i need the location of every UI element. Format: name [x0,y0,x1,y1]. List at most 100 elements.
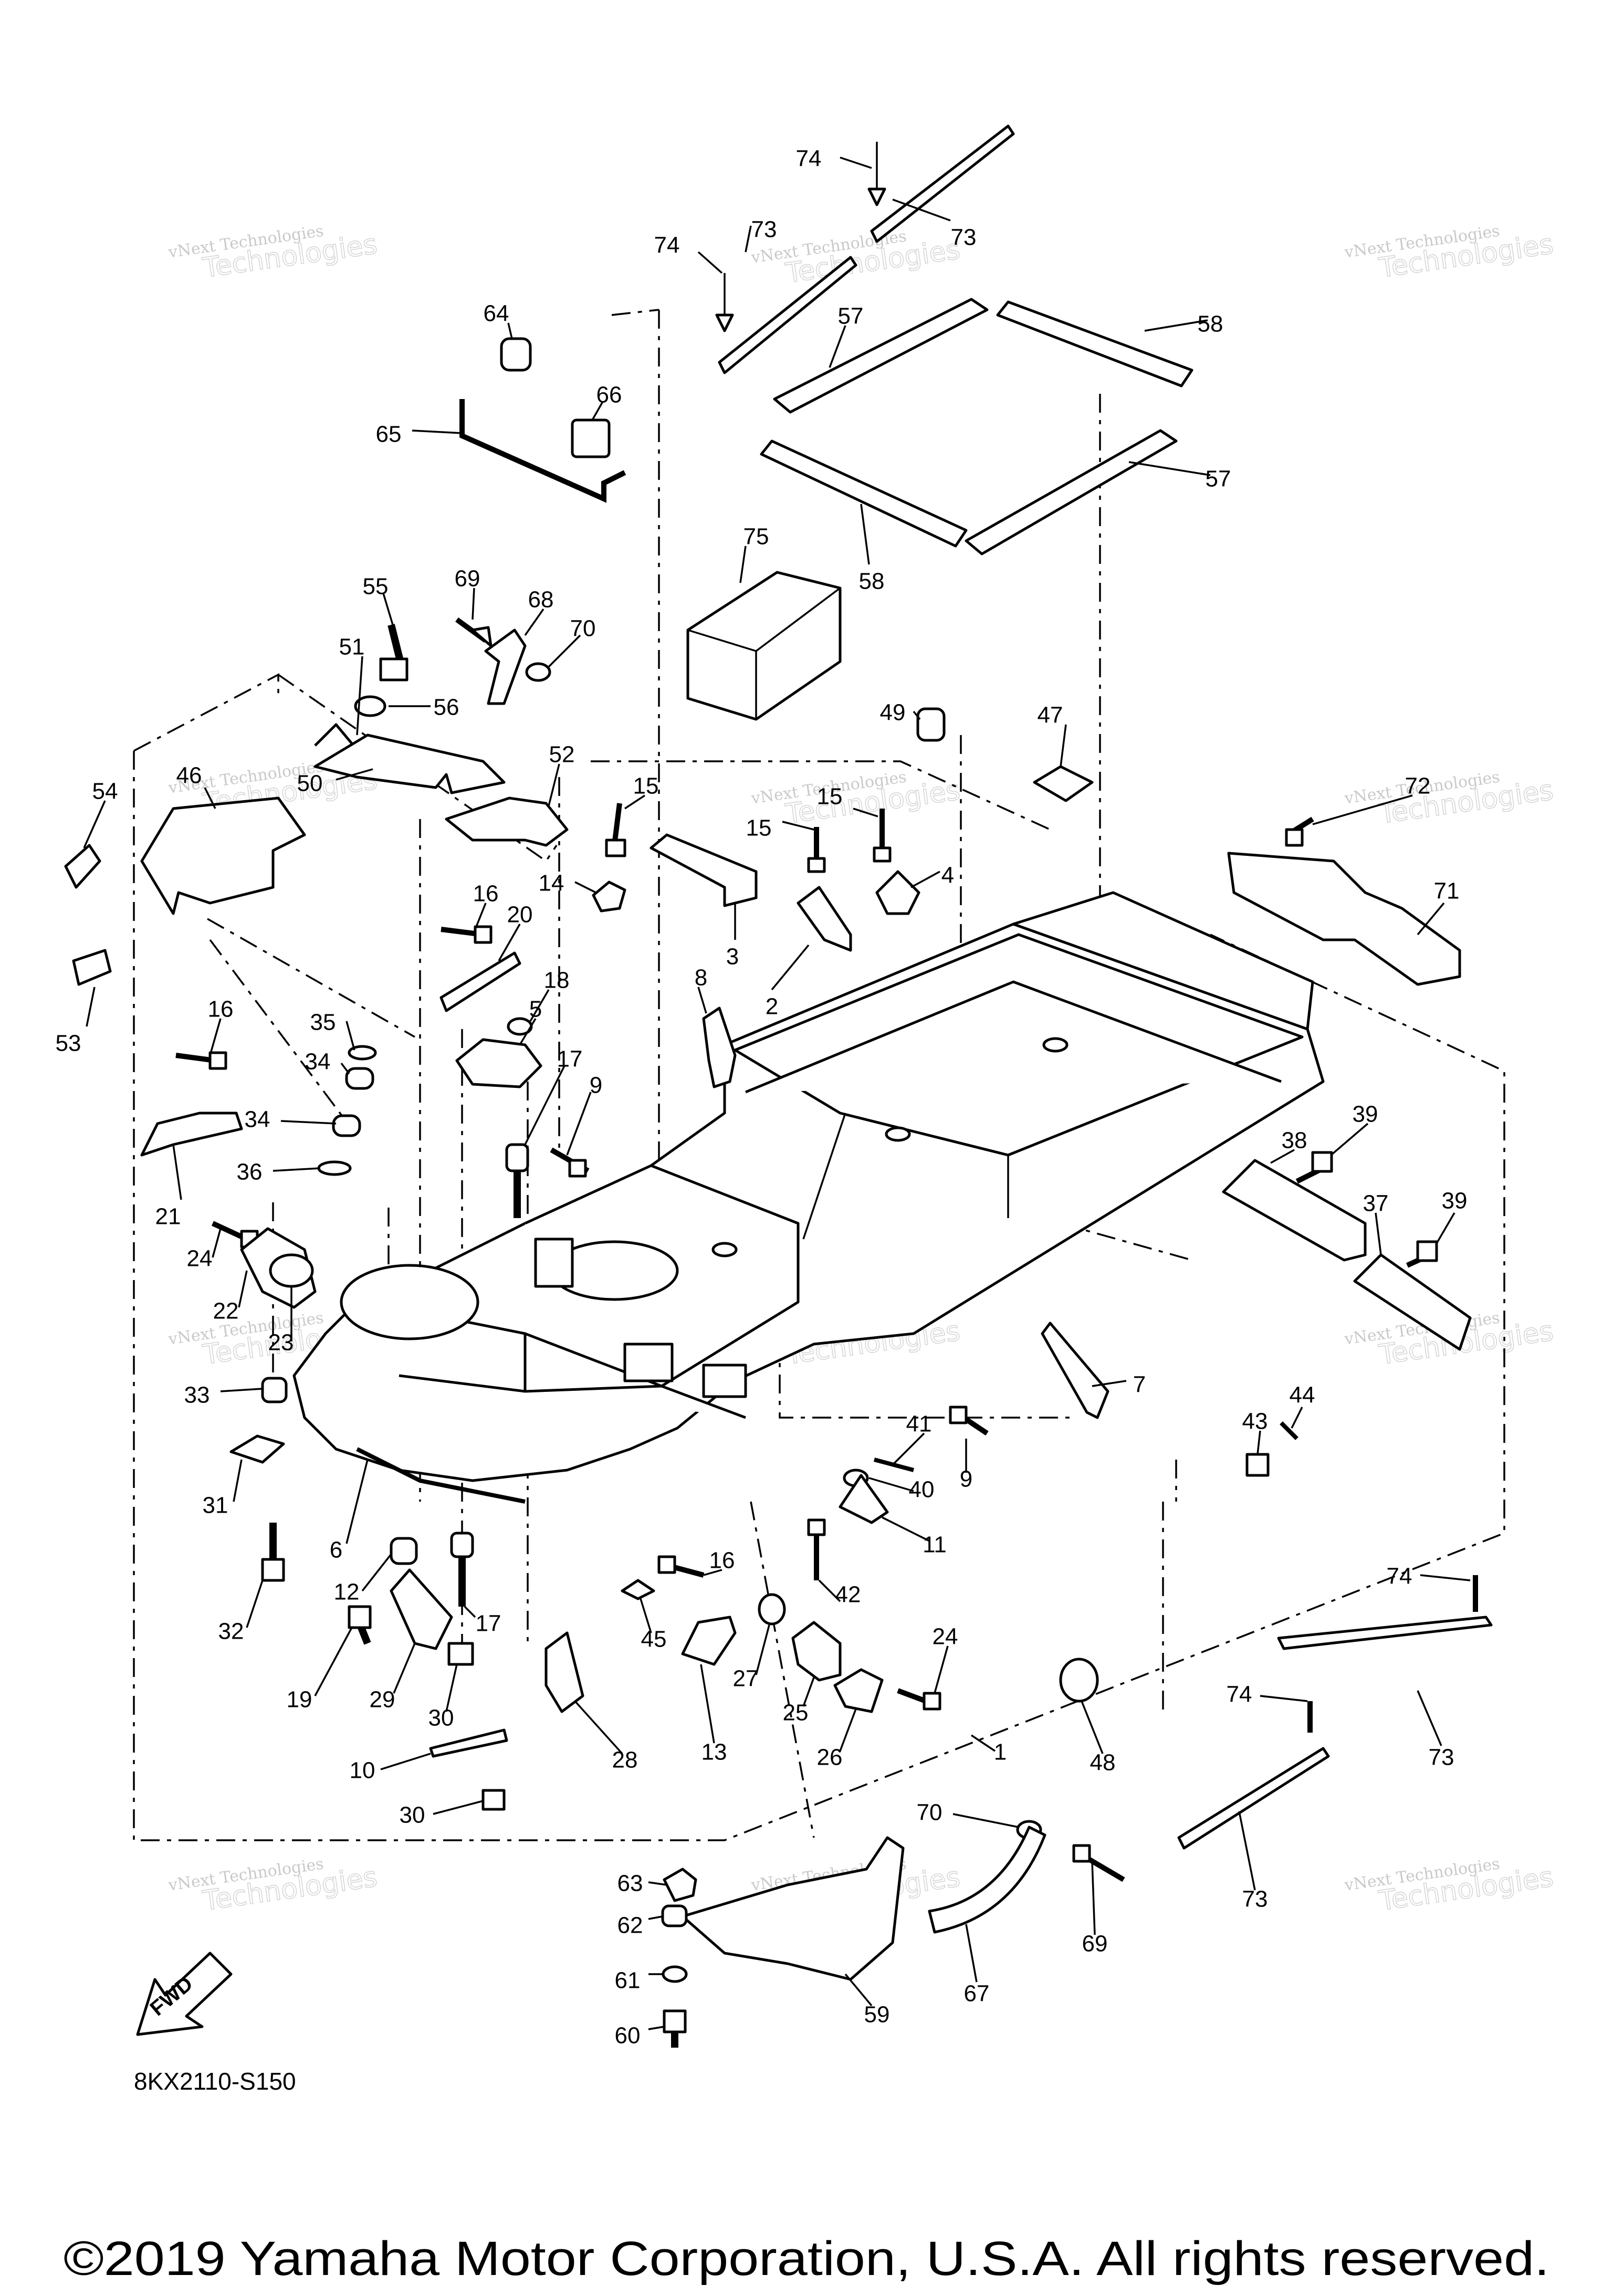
leader-line-74d [1260,1695,1308,1702]
leader-line-6 [345,1459,369,1544]
leader-line-72 [1312,794,1413,825]
callout-31: 31 [203,1493,228,1518]
callout-2: 2 [766,994,778,1020]
strip-10 [429,1728,508,1758]
callout-71: 71 [1434,878,1460,904]
leader-line-15a [624,794,645,810]
bracket-4 [875,870,920,915]
leader-line-64 [507,322,513,339]
bolt-16a [441,925,493,944]
spacer-62 [661,1904,688,1927]
leader-line-48 [1081,1701,1104,1754]
pin-17a [505,1143,529,1218]
leader-line-74b [697,251,723,274]
callout-46: 46 [176,763,202,789]
nut-43 [1245,1453,1270,1477]
pin-17b [450,1532,474,1607]
leader-line-55 [382,593,394,625]
callout-73b: 73 [751,217,777,243]
nut-30b [481,1789,506,1811]
callout-54: 54 [92,779,118,804]
leader-line-52 [548,763,560,806]
callout-22: 22 [213,1298,239,1324]
bracket-29 [390,1568,453,1650]
clamp-11 [839,1474,889,1524]
leader-line-75 [739,546,747,583]
leader-line-71 [1417,902,1445,936]
callout-16a: 16 [473,881,499,907]
leader-line-20 [498,924,521,961]
callout-9a: 9 [590,1073,602,1098]
bracket-8 [702,1007,737,1088]
callout-60: 60 [615,2023,641,2049]
callout-26: 26 [817,1745,843,1770]
ring-36 [317,1160,352,1176]
callout-9b: 9 [960,1466,972,1492]
leader-line-22 [238,1270,248,1308]
callout-11: 11 [923,1532,947,1558]
leader-line-25 [802,1677,815,1707]
leader-line-33 [220,1388,263,1392]
leader-line-31 [233,1459,243,1502]
guide-21 [140,1112,243,1157]
leader-line-50 [336,768,373,781]
strip-7 [1041,1322,1109,1419]
slide-57a [773,298,989,414]
callout-38: 38 [1282,1128,1307,1154]
callout-39b: 39 [1442,1188,1468,1214]
bolt-39b [1406,1240,1438,1268]
bolt-9b [949,1406,989,1436]
leader-line-16b [209,1018,222,1056]
slide-rail-upper-left [718,256,857,374]
rubber-54 [64,844,101,889]
callout-18: 18 [544,968,570,993]
leader-line-13 [700,1664,715,1744]
callout-34a: 34 [305,1049,331,1075]
leader-line-69a [472,588,475,620]
panel-46 [140,796,306,915]
callout-13: 13 [701,1739,727,1765]
callout-70a: 70 [570,616,596,642]
callout-57b: 57 [1206,466,1231,492]
rail-6 [356,1447,526,1504]
leader-line-19 [314,1627,353,1696]
leader-line-7 [1092,1380,1127,1387]
copyright-notice: ©2019 Yamaha Motor Corporation, U.S.A. A… [64,2232,1549,2285]
callout-43: 43 [1242,1409,1268,1434]
leader-line-29 [393,1643,416,1694]
callout-10: 10 [350,1758,375,1784]
leader-line-42 [818,1579,841,1602]
callout-32: 32 [218,1619,244,1644]
leader-line-26 [839,1708,857,1752]
callout-73a: 73 [951,225,977,250]
callout-59: 59 [864,2002,890,2028]
damper-64 [500,337,532,372]
callout-12: 12 [334,1579,360,1605]
callout-19: 19 [287,1687,312,1713]
bracket-13 [681,1616,737,1666]
leader-line-18 [529,989,550,1022]
callout-24b: 24 [933,1624,958,1650]
callout-63: 63 [617,1871,643,1896]
leader-line-5 [519,1018,537,1045]
leader-line-8 [697,987,707,1014]
callout-17a: 17 [557,1046,583,1072]
callout-34b: 34 [245,1107,270,1133]
slide-58a [996,300,1193,387]
leader-line-16c [703,1569,722,1576]
leader-line-34b [280,1120,337,1125]
leader-line-60 [648,2026,665,2030]
leader-line-34a [340,1062,350,1075]
leader-line-73d [1238,1811,1256,1891]
cover-5 [455,1038,542,1088]
bolt-16b [175,1051,227,1070]
leader-line-63 [648,1881,667,1886]
callout-16c: 16 [709,1548,735,1574]
leader-line-73b [745,225,752,253]
callout-74b: 74 [654,233,680,258]
callout-52: 52 [549,742,575,768]
leader-line-35 [345,1021,355,1051]
callout-7: 7 [1133,1372,1146,1398]
